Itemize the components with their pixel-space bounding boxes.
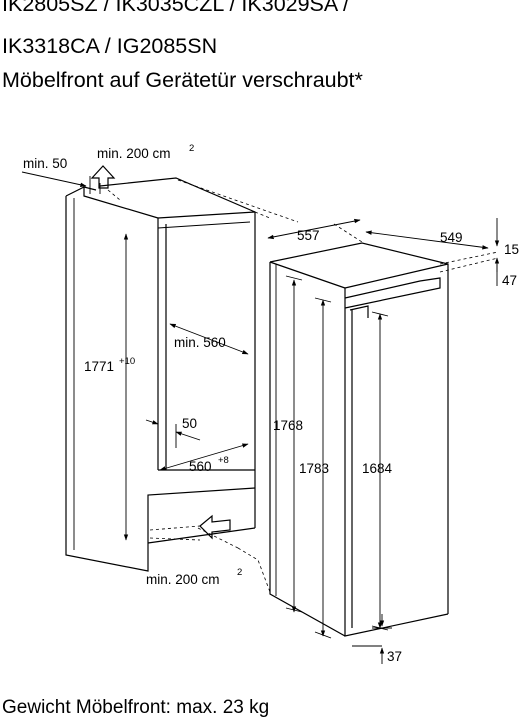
model-list-line-1: IK2805SZ / IK3035CZL / IK3029SA /: [2, 0, 350, 16]
appliance-width-value: 549: [440, 230, 463, 245]
top-gap-value: 15: [504, 242, 519, 257]
bottom-vent-exponent: 2: [237, 567, 242, 578]
mounting-note: Möbelfront auf Gerätetür verschraubt*: [2, 68, 363, 92]
appliance-depth-dimension: 557: [267, 218, 363, 243]
niche-width-tolerance: +8: [218, 455, 229, 466]
niche-bottom-depth-value: 50: [182, 416, 197, 431]
niche-bottom-depth-dimension: 50: [145, 416, 201, 448]
appliance-outline: [269, 242, 449, 637]
niche-width-dimension: 560 +8: [159, 443, 249, 474]
appliance-width-dimension: 549: [365, 230, 499, 273]
top-depth-value: min. 50: [23, 156, 67, 171]
vent-arrow-left-icon: [199, 514, 231, 540]
top-gap-dimension: 15: [494, 218, 519, 272]
vent-arrow-up-icon: [90, 165, 116, 189]
niche-depth-dimension: min. 560: [169, 323, 249, 355]
top-vent-value: min. 200 cm: [97, 146, 171, 161]
model-list-line-2: IK3318CA / IG2085SN: [2, 34, 218, 58]
body-height-value: 1768: [273, 418, 303, 433]
front-offset-dimension: 47: [496, 264, 517, 288]
total-height-value: 1783: [299, 461, 329, 476]
niche-height-tolerance: +10: [119, 356, 135, 367]
total-height-dimension: 1783: [299, 297, 332, 639]
bottom-gap-dimension: 37: [352, 614, 402, 664]
bottom-vent-annotation: min. 200 cm 2: [146, 514, 271, 593]
appliance-depth-value: 557: [297, 228, 320, 243]
niche-height-value: 1771: [84, 359, 114, 374]
niche-outline: [65, 177, 256, 572]
bottom-vent-value: min. 200 cm: [146, 572, 220, 587]
door-height-dimension: 1684: [362, 311, 393, 631]
bottom-gap-value: 37: [387, 649, 402, 664]
niche-width-value: 560: [189, 459, 212, 474]
front-offset-value: 47: [502, 273, 517, 288]
top-depth-annotation: min. 50: [21, 156, 101, 194]
niche-height-dimension: 1771 +10: [84, 233, 135, 541]
niche-depth-value: min. 560: [174, 335, 226, 350]
front-weight-note: Gewicht Möbelfront: max. 23 kg: [2, 697, 270, 718]
door-height-value: 1684: [362, 461, 393, 476]
top-vent-annotation: min. 200 cm 2: [90, 143, 194, 201]
top-vent-exponent: 2: [189, 143, 194, 154]
body-height-dimension: 1768: [273, 275, 303, 613]
